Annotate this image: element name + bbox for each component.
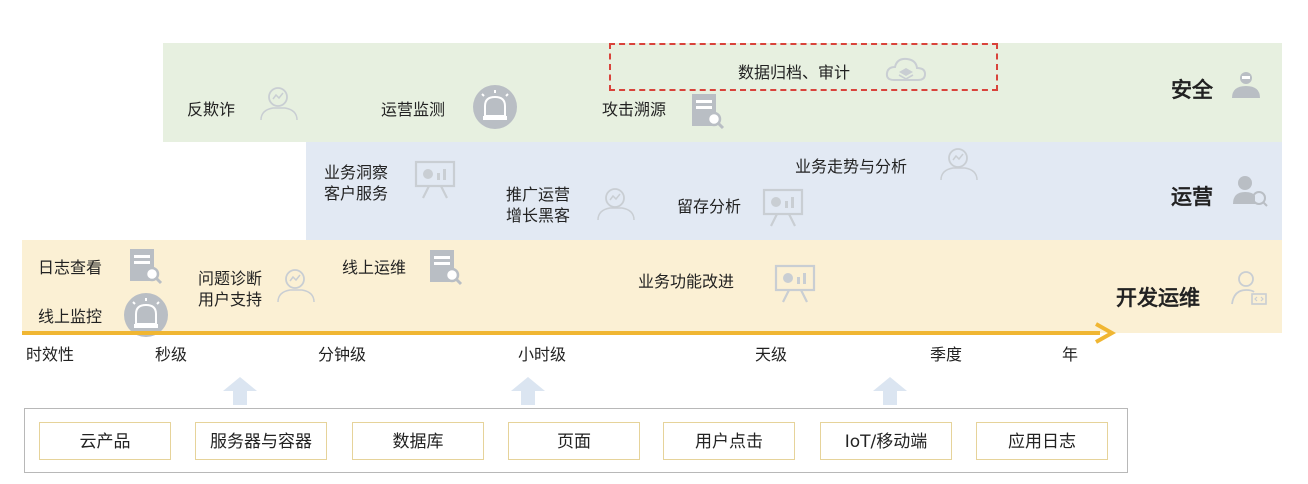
tick-hours: 小时级 bbox=[518, 345, 567, 364]
cloud-icon bbox=[885, 57, 927, 81]
online-ops-label: 线上运维 bbox=[342, 258, 407, 277]
tick-days: 天级 bbox=[755, 345, 788, 364]
retention-analysis-label: 留存分析 bbox=[677, 197, 742, 216]
tick-year: 年 bbox=[1062, 345, 1079, 364]
source-cloud-products: 云产品 bbox=[39, 422, 171, 460]
presentation-chart-icon bbox=[762, 188, 804, 227]
security-label: 安全 bbox=[1171, 78, 1213, 102]
search-chart-icon bbox=[277, 269, 315, 303]
data-sources-panel bbox=[24, 408, 1128, 473]
ops-monitor-label: 运营监测 bbox=[381, 100, 446, 119]
user-shield-icon bbox=[1232, 72, 1260, 98]
presentation-chart-icon bbox=[414, 160, 456, 199]
tick-quarter: 季度 bbox=[930, 345, 963, 364]
timeline-arrow bbox=[22, 331, 1100, 335]
feature-improve-label: 业务功能改进 bbox=[638, 272, 735, 291]
alarm-icon bbox=[473, 85, 517, 129]
report-search-icon bbox=[430, 250, 463, 286]
up-arrow-icon bbox=[511, 377, 545, 405]
source-pages: 页面 bbox=[508, 422, 640, 460]
source-database: 数据库 bbox=[352, 422, 484, 460]
diagnosis-support-label: 问题诊断 用户支持 bbox=[198, 269, 263, 309]
log-view-label: 日志查看 bbox=[38, 258, 103, 277]
source-servers-containers: 服务器与容器 bbox=[195, 422, 327, 460]
devops-band bbox=[22, 240, 1282, 333]
promotion-growth-label: 推广运营 增长黑客 bbox=[506, 185, 571, 225]
archive-audit-label: 数据归档、审计 bbox=[738, 63, 851, 82]
up-arrow-icon bbox=[223, 377, 257, 405]
source-app-logs: 应用日志 bbox=[976, 422, 1108, 460]
business-trend-label: 业务走势与分析 bbox=[795, 157, 908, 176]
source-iot-mobile: IoT/移动端 bbox=[820, 422, 952, 460]
insight-service-label: 业务洞察 客户服务 bbox=[324, 163, 389, 203]
up-arrow-icon bbox=[873, 377, 907, 405]
user-analytics-icon bbox=[1233, 176, 1268, 207]
report-search-icon bbox=[692, 94, 725, 130]
alarm-icon bbox=[124, 293, 168, 337]
source-user-clicks: 用户点击 bbox=[663, 422, 795, 460]
user-code-icon bbox=[1231, 271, 1267, 305]
attack-trace-label: 攻击溯源 bbox=[602, 100, 667, 119]
operations-label: 运营 bbox=[1171, 185, 1213, 209]
report-search-icon bbox=[130, 249, 163, 285]
archive-audit-highlight bbox=[609, 43, 998, 91]
search-chart-icon bbox=[597, 188, 635, 221]
online-monitor-label: 线上监控 bbox=[38, 307, 103, 326]
search-chart-icon bbox=[260, 87, 298, 121]
timeliness-label: 时效性 bbox=[26, 345, 75, 364]
presentation-chart-icon bbox=[774, 264, 816, 303]
anti-fraud-label: 反欺诈 bbox=[187, 100, 236, 119]
search-chart-icon bbox=[940, 148, 978, 181]
devops-label: 开发运维 bbox=[1116, 286, 1200, 310]
tick-minutes: 分钟级 bbox=[318, 345, 367, 364]
arrow-head-icon bbox=[1095, 322, 1116, 344]
tick-seconds: 秒级 bbox=[155, 345, 188, 364]
